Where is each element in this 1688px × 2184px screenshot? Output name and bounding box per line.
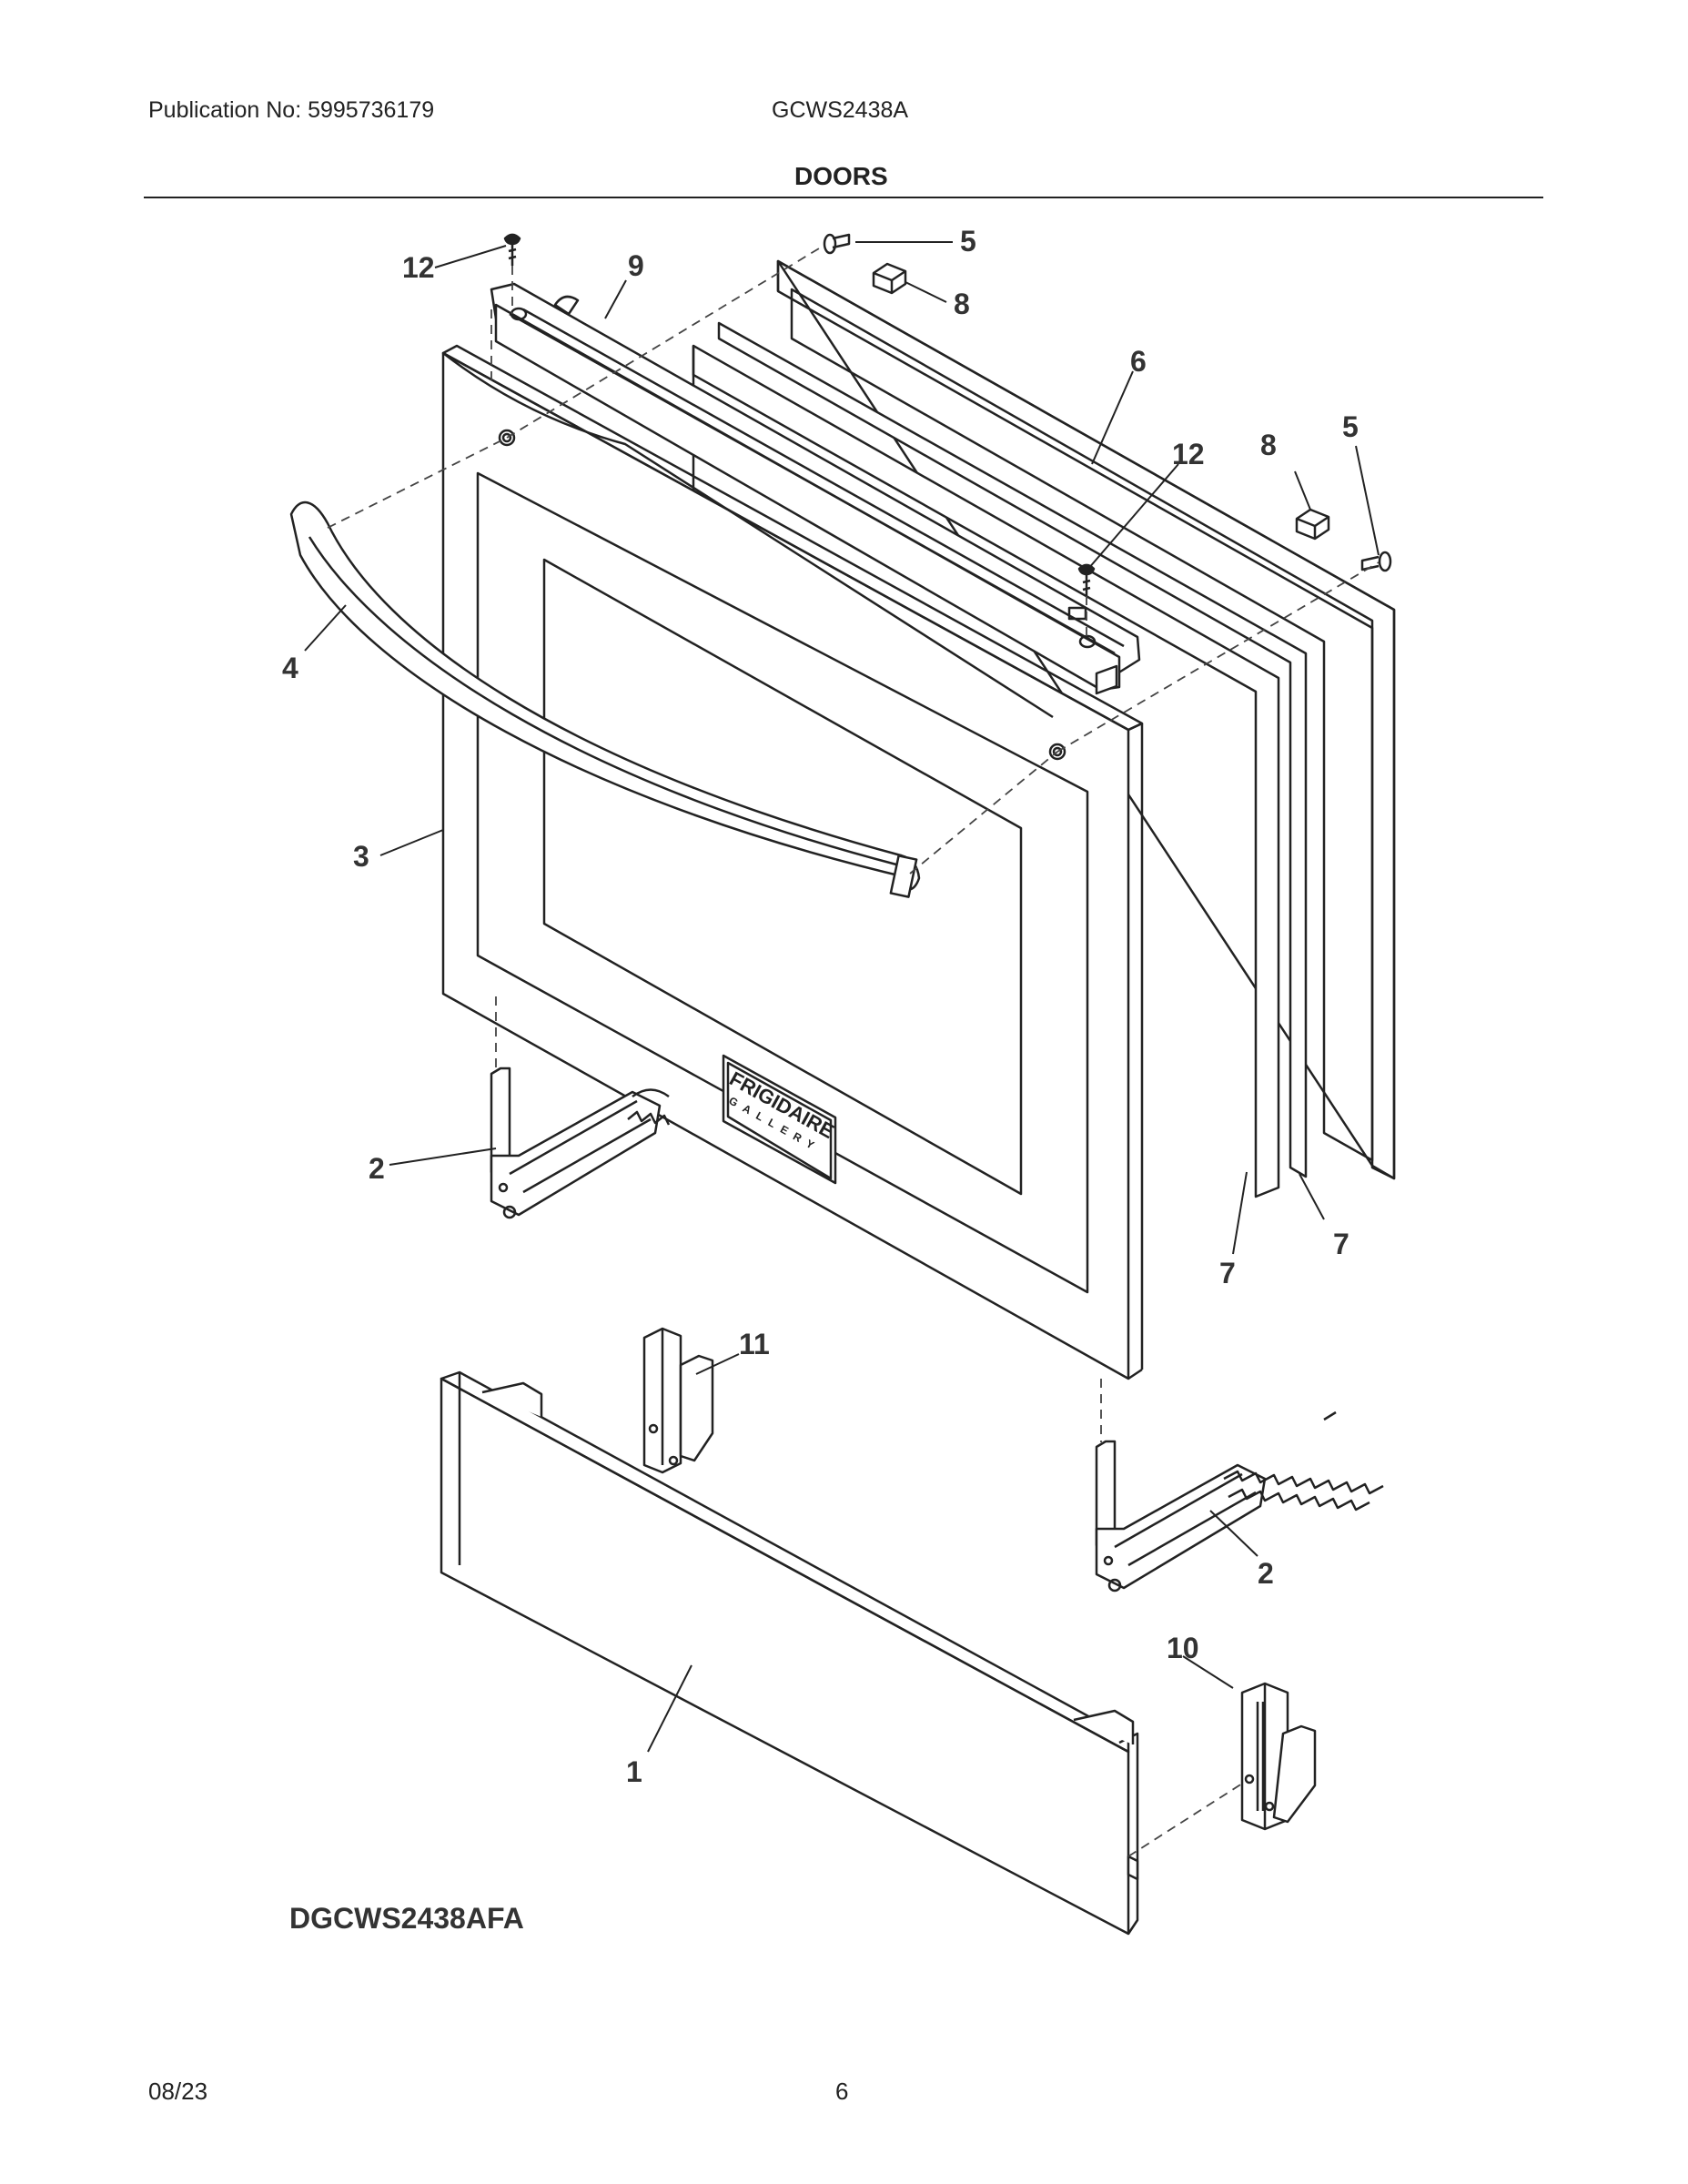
hinge-spring-upper: [627, 1110, 671, 1126]
hinge-upper-left: [490, 1067, 670, 1219]
callout-5-right: 5: [1342, 410, 1359, 443]
leader-lines: [304, 241, 1380, 1753]
callout-10: 10: [1167, 1632, 1199, 1664]
callout-8-right: 8: [1260, 429, 1277, 461]
diagram-code: DGCWS2438AFA: [289, 1902, 524, 1935]
screw-5-top: [823, 233, 851, 255]
callout-4: 4: [282, 652, 298, 684]
callout-2-right: 2: [1258, 1557, 1274, 1590]
page-title: DOORS: [794, 162, 888, 190]
callout-1: 1: [626, 1755, 642, 1788]
callout-5-top: 5: [960, 225, 976, 258]
screw-12-top: [503, 233, 521, 266]
outer-door-panel: [441, 344, 1144, 1380]
model-number: GCWS2438A: [772, 97, 909, 123]
page-number: 6: [835, 2078, 849, 2105]
callout-7-rear: 7: [1333, 1228, 1349, 1260]
callout-6: 6: [1130, 345, 1147, 378]
callout-8-top: 8: [954, 288, 970, 320]
callout-7-front: 7: [1219, 1257, 1236, 1289]
door-top-trim: [490, 282, 1141, 695]
drawer-front-panel: [440, 1370, 1139, 1936]
publication-number: Publication No: 5995736179: [148, 97, 435, 123]
bumper-8-right: [1295, 508, 1330, 541]
callout-2-left: 2: [369, 1152, 385, 1185]
footer-date: 08/23: [148, 2078, 208, 2105]
bumper-8-top: [872, 262, 907, 295]
callout-12-top: 12: [402, 251, 435, 284]
callout-11: 11: [739, 1328, 770, 1360]
screw-5-right: [1360, 551, 1392, 572]
bracket-11: [642, 1327, 714, 1474]
alignment-lines: [327, 245, 1380, 1857]
bracket-10: [1240, 1682, 1317, 1831]
door-handle: [289, 500, 921, 898]
header-rule: [144, 197, 1543, 198]
callout-12-right: 12: [1172, 438, 1205, 470]
rear-glass-panel: [776, 259, 1396, 1180]
callout-9: 9: [628, 249, 644, 282]
callout-3: 3: [353, 840, 369, 873]
inner-glass-panel-rear: [717, 321, 1308, 1178]
brand-logo-plate: [722, 1054, 837, 1185]
hinge-lower-right: [1095, 1410, 1384, 1592]
